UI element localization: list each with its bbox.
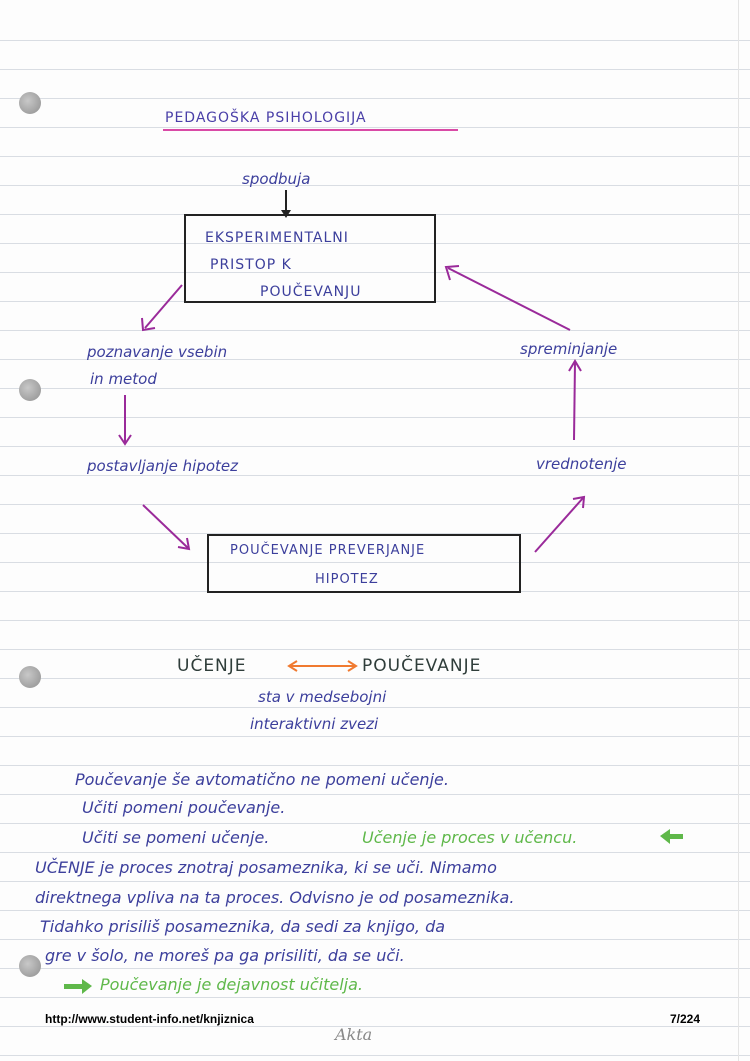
double-arrow: [287, 660, 358, 672]
note-line-highlight: Poučevanje je dejavnost učitelja.: [100, 975, 364, 994]
box-bottom-line-1: POUČEVANJE PREVERJANJE: [230, 543, 426, 558]
box-bottom: [207, 534, 521, 593]
page-title: PEDAGOŠKA PSIHOLOGIJA: [165, 110, 367, 126]
note-line: Učiti se pomeni učenje.: [82, 828, 270, 847]
brand-logo: Akta: [335, 1025, 373, 1044]
note-line: gre v šolo, ne moreš pa ga prisiliti, da…: [45, 946, 405, 965]
green-arrow-right: [64, 984, 82, 989]
note-line: direktnega vpliva na ta proces. Odvisno …: [35, 888, 515, 907]
punch-hole: [19, 666, 41, 688]
box-top-line-2: PRISTOP K: [210, 257, 292, 273]
label-ucenje: UČENJE: [177, 656, 247, 676]
punch-hole: [19, 92, 41, 114]
note-line: Učiti pomeni poučevanje.: [82, 798, 286, 817]
green-arrow-left: [665, 834, 683, 839]
label-poznavanje-2: in metod: [90, 370, 157, 388]
label-postavljanje: postavljanje hipotez: [87, 457, 239, 475]
note-line: Tidahko prisiliš posameznika, da sedi za…: [40, 917, 446, 936]
label-poucevanje: POUČEVANJE: [362, 656, 482, 676]
arrow-to-spreminjanje: [573, 361, 576, 441]
arrow-to-box-top: [447, 267, 571, 331]
box-top-line-1: EKSPERIMENTALNI: [205, 230, 349, 246]
note-line: UČENJE je proces znotraj posameznika, ki…: [35, 858, 497, 877]
note-line-highlight: Učenje je proces v učencu.: [362, 828, 578, 847]
page-margin-line: [738, 0, 739, 1061]
box-bottom-line-2: HIPOTEZ: [315, 572, 379, 587]
note-line: Poučevanje še avtomatično ne pomeni učen…: [75, 770, 449, 789]
punch-hole: [19, 379, 41, 401]
label-spodbuja: spodbuja: [242, 170, 311, 188]
box-top-line-3: POUČEVANJU: [260, 284, 362, 300]
label-vrednotenje: vrednotenje: [536, 455, 627, 473]
footer-url[interactable]: http://www.student-info.net/knjiznica: [45, 1012, 254, 1026]
label-poznavanje-1: poznavanje vsebin: [87, 343, 228, 361]
page-number: 7/224: [670, 1012, 701, 1026]
arrow-to-vrednotenje: [534, 497, 584, 553]
relation-caption-1: sta v medsebojni: [258, 688, 387, 706]
label-spreminjanje: spreminjanje: [520, 340, 618, 358]
arrow-box-to-poznavanje: [144, 284, 183, 329]
relation-caption-2: interaktivni zvezi: [250, 715, 379, 733]
box-top: [184, 214, 436, 303]
punch-hole: [19, 955, 41, 977]
arrow-to-box-bottom: [142, 504, 189, 549]
